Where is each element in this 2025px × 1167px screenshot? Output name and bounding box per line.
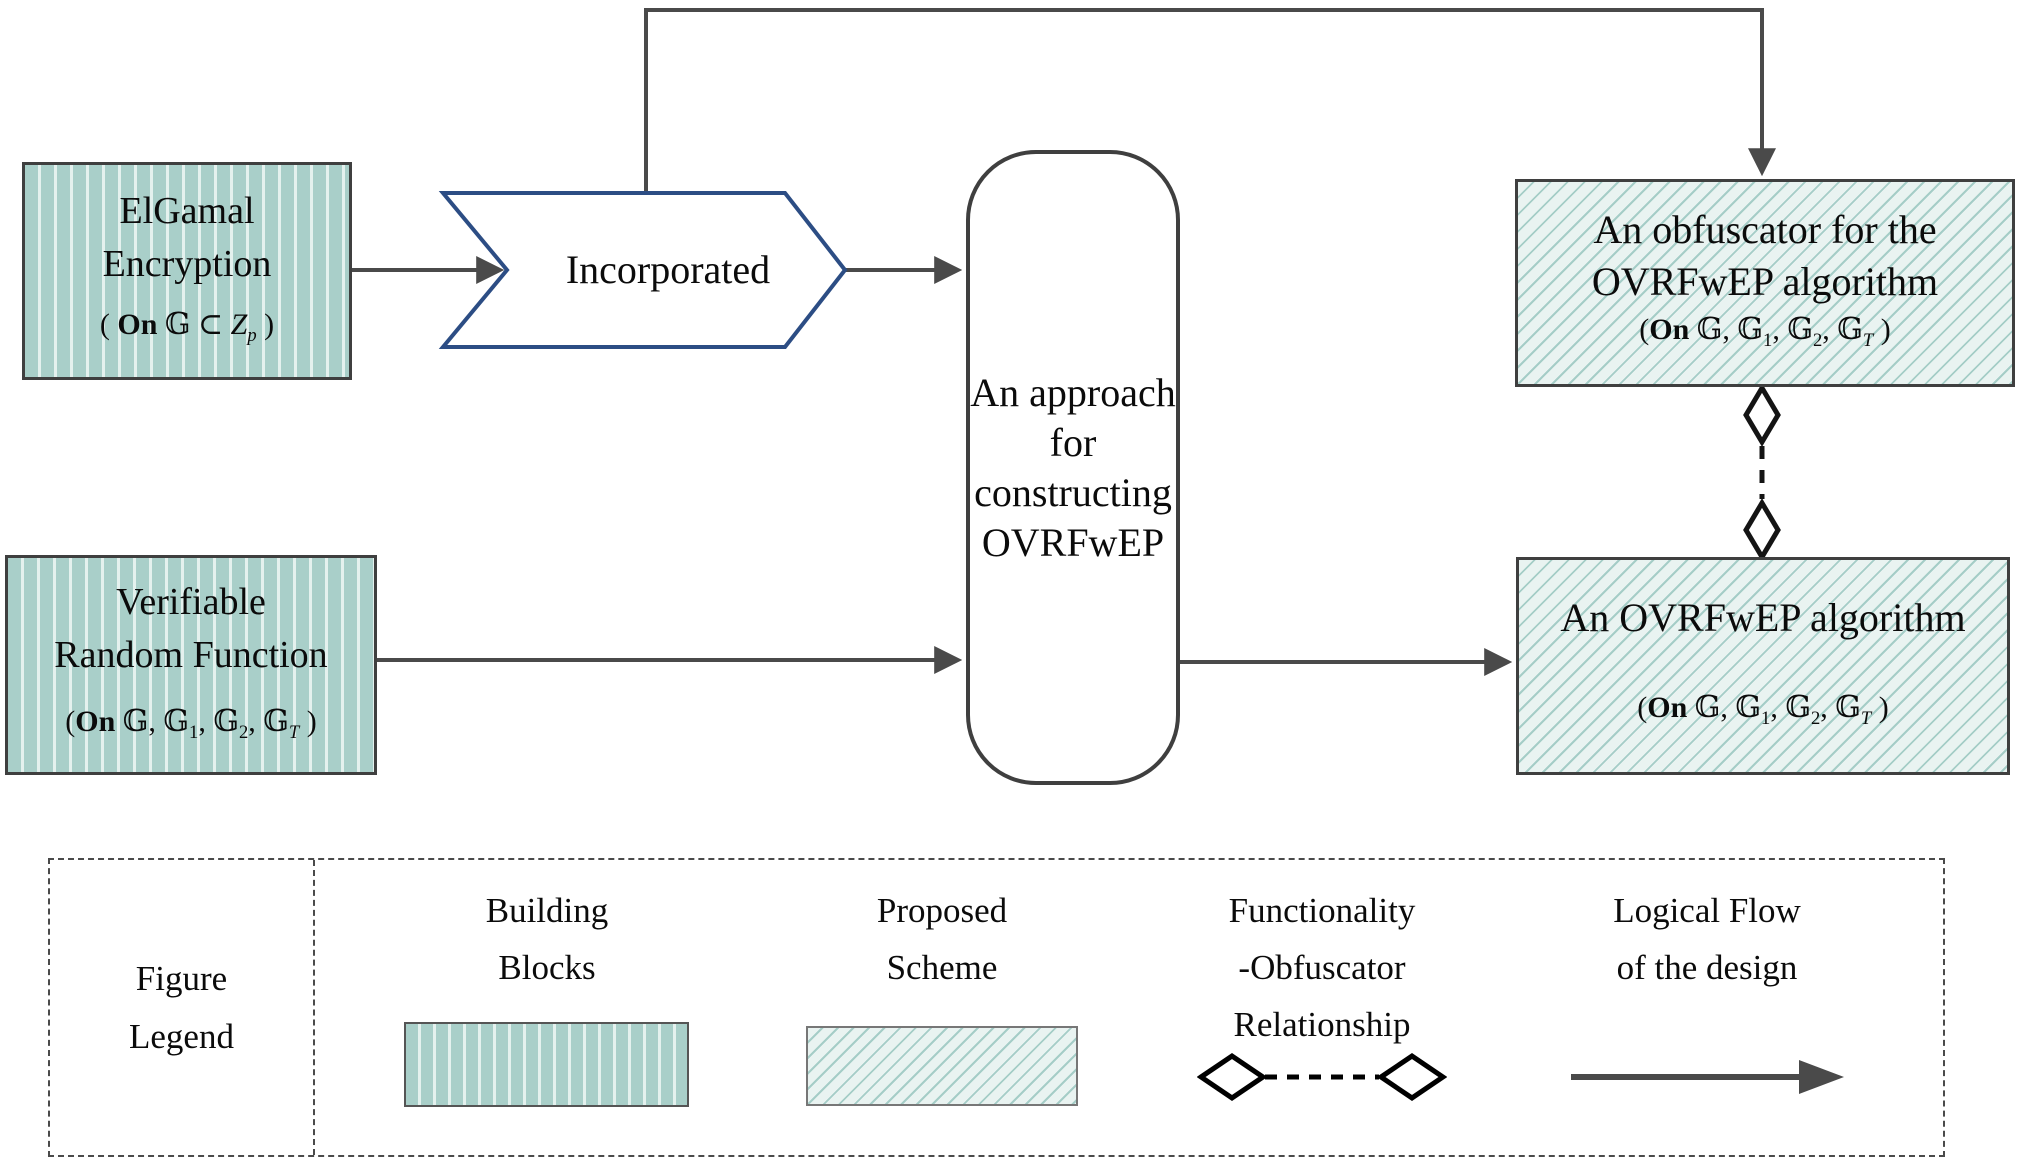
obfuscation-diamond-bottom-icon	[1743, 498, 1781, 562]
algorithm-box: An OVRFwEP algorithm (On 𝔾, 𝔾1, 𝔾2, 𝔾T )	[1516, 557, 2010, 775]
legend-functionality-line1: Functionality	[1228, 891, 1416, 930]
diamond-dashed-connector-icon	[1197, 1052, 1447, 1102]
legend-title-line1: Figure	[135, 958, 228, 998]
obfuscator-title-line1: An obfuscator for the	[1593, 206, 1937, 252]
approach-line4: OVRFwEP	[981, 519, 1165, 565]
obfuscator-math: (On 𝔾, 𝔾1, 𝔾2, 𝔾T )	[1639, 312, 1891, 351]
approach-node: An approach for constructing OVRFwEP	[966, 150, 1180, 785]
obfuscator-title-line2: OVRFwEP algorithm	[1591, 258, 1939, 304]
legend-logical-line2: of the design	[1616, 948, 1798, 987]
obfuscator-box: An obfuscator for the OVRFwEP algorithm …	[1515, 179, 2015, 387]
algorithm-title: An OVRFwEP algorithm	[1560, 594, 1966, 640]
figure-legend: Figure Legend Building Blocks Proposed S…	[48, 858, 1945, 1157]
legend-proposed-line1: Proposed	[876, 891, 1008, 930]
approach-line1: An approach	[970, 369, 1176, 415]
legend-building-line1: Building	[485, 891, 609, 930]
obfuscation-diamond-top-icon	[1743, 383, 1781, 447]
elgamal-title-line1: ElGamal	[119, 189, 255, 232]
elgamal-encryption-box: ElGamal Encryption ( On 𝔾 ⊂ Zp )	[22, 162, 352, 380]
legend-building-line2: Blocks	[498, 948, 596, 987]
vrf-title-line1: Verifiable	[116, 580, 266, 623]
legend-functionality-line2: -Obfuscator	[1238, 948, 1406, 987]
legend-label-functionality-obfuscator: Functionality -Obfuscator Relationship	[1122, 882, 1522, 1053]
elgamal-title-line2: Encryption	[102, 242, 272, 285]
legend-diamond-left-icon	[1197, 1052, 1268, 1102]
legend-label-logical-flow: Logical Flow of the design	[1507, 882, 1907, 996]
proposed-scheme-swatch-icon	[806, 1026, 1078, 1106]
legend-functionality-line3: Relationship	[1233, 1005, 1411, 1044]
legend-logical-line1: Logical Flow	[1613, 891, 1801, 930]
approach-line2: for	[1049, 419, 1097, 465]
legend-arrow-head	[1799, 1060, 1844, 1094]
vrf-box: Verifiable Random Function (On 𝔾, 𝔾1, 𝔾2…	[5, 555, 377, 775]
incorporated-chevron-shape	[438, 191, 848, 349]
legend-proposed-line2: Scheme	[886, 948, 998, 987]
incorporated-to-obfuscator-arrow	[644, 8, 1776, 196]
elgamal-math: ( On 𝔾 ⊂ Zp )	[99, 307, 275, 346]
legend-label-proposed-scheme: Proposed Scheme	[742, 882, 1142, 996]
legend-title-cell: Figure Legend	[50, 860, 315, 1155]
algorithm-math: (On 𝔾, 𝔾1, 𝔾2, 𝔾T )	[1637, 690, 1889, 729]
vrf-title-line2: Random Function	[54, 633, 328, 676]
incorporated-label: Incorporated	[565, 247, 771, 292]
approach-line3: constructing	[974, 469, 1172, 515]
vrf-math: (On 𝔾, 𝔾1, 𝔾2, 𝔾T )	[65, 704, 317, 743]
legend-label-building-blocks: Building Blocks	[332, 882, 762, 996]
legend-diamond-right-icon	[1376, 1052, 1447, 1102]
legend-title-line2: Legend	[129, 1016, 234, 1056]
building-blocks-swatch-icon	[404, 1022, 689, 1107]
solid-arrow-icon	[1571, 1060, 1844, 1094]
